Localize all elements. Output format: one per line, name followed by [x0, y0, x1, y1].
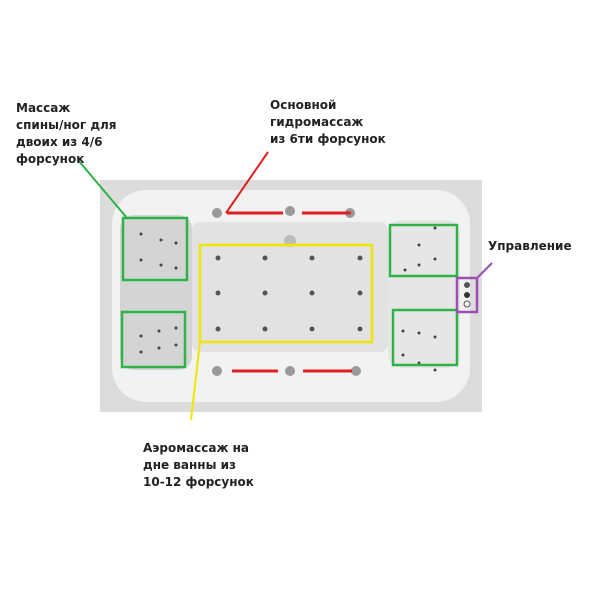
aero-nozzle: [357, 326, 363, 332]
jets: [139, 206, 437, 376]
aero-nozzles: [215, 255, 363, 332]
seat-jet: [174, 326, 178, 330]
control-pointer: [476, 262, 493, 279]
aeromassage-label: Аэромассаж на дне ванны из 10-12 форсуно…: [143, 441, 254, 489]
aero-pointer: [190, 341, 201, 421]
seat-jet: [159, 238, 163, 242]
hydro-jet-icon: [212, 366, 222, 376]
seat-jet: [433, 226, 437, 230]
seat-jet: [433, 335, 437, 339]
aero-nozzle: [262, 326, 268, 332]
seat-jet: [433, 257, 437, 261]
hydro-jet-icon: [285, 206, 295, 216]
seat-jet: [174, 241, 178, 245]
aero-nozzle: [309, 326, 315, 332]
aero-nozzle: [357, 255, 363, 261]
aero-nozzle: [262, 290, 268, 296]
seat-jet: [417, 243, 421, 247]
aero-nozzle: [215, 326, 221, 332]
seat-jet: [157, 346, 161, 350]
back-leg-group: [77, 159, 459, 369]
aero-nozzle: [309, 255, 315, 261]
tub-bottom: [192, 222, 388, 352]
aero-group-box: [198, 243, 374, 344]
hydro-jet-icon: [285, 366, 295, 376]
control-button[interactable]: [464, 282, 470, 288]
left-seat: [120, 215, 192, 370]
seat-jet: [403, 268, 407, 272]
aero-nozzle: [262, 255, 268, 261]
back-leg-massage-label: Массаж спины/ног для двоих из 4/6 форсун…: [16, 101, 117, 166]
aero-nozzle: [309, 290, 315, 296]
seat-jet: [174, 266, 178, 270]
seat-jet: [139, 258, 143, 262]
seat-jet: [417, 331, 421, 335]
seat-jet: [401, 329, 405, 333]
seat-jet: [174, 343, 178, 347]
control-box: [455, 276, 479, 314]
seat-jet: [159, 263, 163, 267]
seat-jet: [401, 353, 405, 357]
hydro-jet-icon: [351, 366, 361, 376]
seat-jet: [433, 368, 437, 372]
seat-jet: [417, 263, 421, 267]
aero-nozzle: [215, 255, 221, 261]
seat-jet: [139, 334, 143, 338]
aero-nozzle: [357, 290, 363, 296]
main-hydromassage-label: Основной гидромассаж из 6ти форсунок: [270, 98, 386, 146]
hydro-group: [225, 151, 352, 373]
right-seat: [388, 220, 460, 368]
seat-jet: [157, 329, 161, 333]
control-button[interactable]: [463, 300, 471, 308]
control-label: Управление: [488, 239, 572, 253]
control-button[interactable]: [464, 292, 470, 298]
seat-jet: [139, 350, 143, 354]
seat-jet: [139, 232, 143, 236]
hydro-jet-icon: [212, 208, 222, 218]
aero-nozzle: [215, 290, 221, 296]
